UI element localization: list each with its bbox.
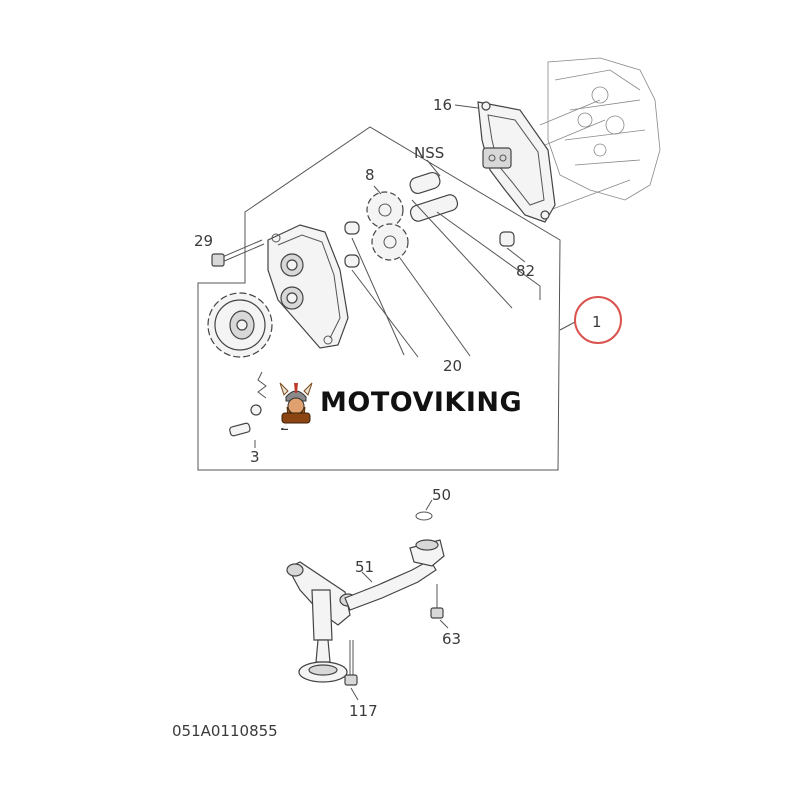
label-1: 1 [592, 313, 602, 331]
label-8: 8 [365, 166, 375, 184]
gear-8 [366, 191, 409, 261]
label-63: 63 [442, 630, 461, 648]
engine-block [539, 57, 661, 211]
label-117: 117 [349, 702, 378, 720]
label-82: 82 [516, 262, 535, 280]
label-51: 51 [355, 558, 374, 576]
callout-circle-1 [574, 296, 622, 344]
pump-body [267, 224, 349, 349]
viking-logo-icon [279, 382, 313, 424]
gasket-16 [477, 101, 556, 223]
oil-strainer [286, 499, 449, 701]
label-50: 50 [432, 486, 451, 504]
bolt-29 [211, 239, 265, 267]
label-16: 16 [433, 96, 452, 114]
relief-valve-parts [229, 371, 267, 437]
label-nss: NSS [414, 144, 444, 162]
watermark-banner: MOTOVIKING [270, 376, 534, 428]
bushing-82 [499, 231, 526, 263]
label-29: 29 [194, 232, 213, 250]
drive-gear [207, 292, 273, 358]
drawing-code: 051A0110855 [172, 722, 278, 740]
watermark-text: MOTOVIKING [320, 386, 523, 418]
leader-lines [254, 104, 576, 448]
pins-nss [344, 171, 459, 268]
assembly-outline [197, 126, 561, 471]
label-3: 3 [250, 448, 260, 466]
label-20: 20 [443, 357, 462, 375]
